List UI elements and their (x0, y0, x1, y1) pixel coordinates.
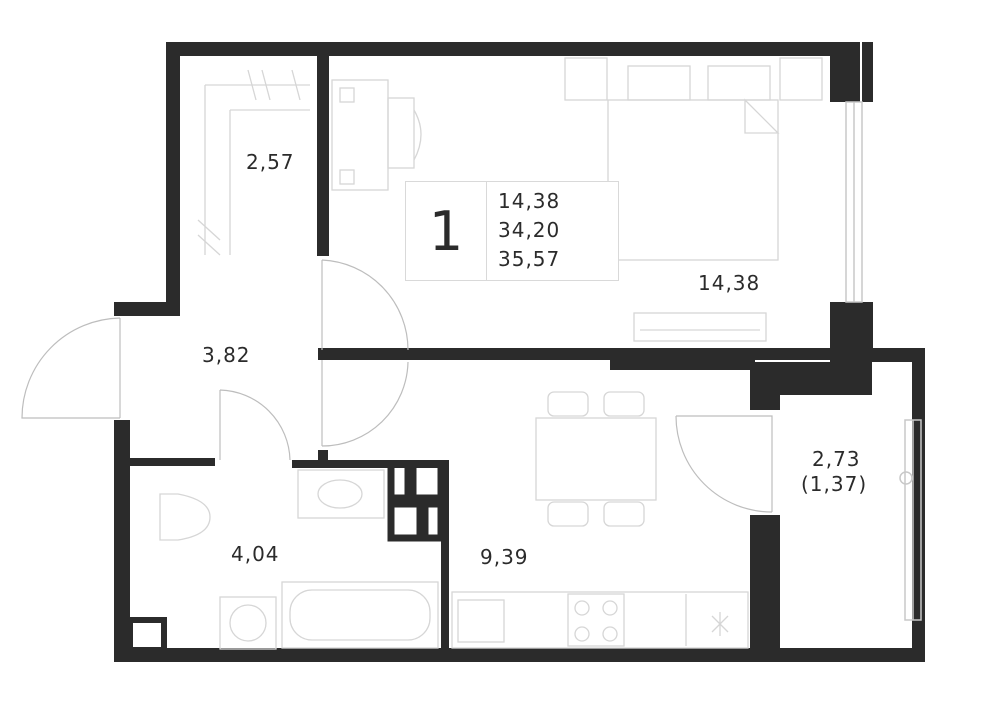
wall-balcony-bottom (765, 648, 925, 662)
wall-partition-vertical (317, 56, 329, 256)
wall-top (166, 42, 860, 56)
pillow-1 (627, 65, 691, 101)
wall-entrance-stub-top (114, 302, 180, 316)
room-count: 1 (406, 182, 487, 280)
room-area-bathroom: 4,04 (231, 542, 280, 566)
toilet (159, 493, 211, 541)
bed (607, 99, 779, 261)
room-area-kitchenette-upper: 2,57 (246, 150, 295, 174)
living-area: 14,38 (498, 189, 561, 213)
room-area-bedroom: 14,38 (698, 271, 761, 295)
room-area-balcony: 2,73 (812, 447, 861, 471)
wall-corner-block (750, 362, 872, 410)
kitchen-counter (451, 591, 749, 649)
wall-right-pillar-edge (862, 42, 873, 102)
dining-table (535, 417, 657, 501)
shaft-box (127, 617, 167, 653)
total-area-with-balcony: 35,57 (498, 247, 561, 271)
wall-balcony-right (912, 348, 925, 662)
wall-bath-top-left (130, 458, 215, 466)
room-area-kitchen: 9,39 (480, 545, 529, 569)
nightstand-right (779, 57, 823, 101)
wall-balcony-pillar (750, 515, 780, 662)
wall-left-lower (114, 420, 130, 662)
wall-bath-stub (318, 450, 328, 464)
shaft-4 (421, 500, 445, 542)
nightstand-left (564, 57, 608, 101)
room-area-hall: 3,82 (202, 343, 251, 367)
wall-bath-top-right (292, 460, 447, 468)
wall-partition-step (610, 348, 755, 370)
chair (387, 97, 415, 169)
door-bedroom (321, 259, 409, 351)
area-list: 14,38 34,20 35,57 (498, 187, 560, 274)
door-entrance (21, 317, 121, 419)
sink (457, 599, 505, 643)
windows (845, 101, 922, 621)
washing-machine (219, 596, 277, 650)
ventilation-shafts (387, 460, 445, 542)
walls (114, 42, 925, 662)
door-balcony (675, 415, 773, 513)
washbasin (297, 469, 385, 519)
counter-upper (204, 84, 310, 255)
furniture (159, 57, 823, 650)
total-area: 34,20 (498, 218, 561, 242)
shaft-3 (387, 500, 424, 542)
stove (567, 593, 625, 647)
shaft-2 (409, 460, 445, 502)
wall-partition-horizontal (318, 348, 871, 360)
wall-bath-right (441, 460, 449, 662)
door-bathroom (219, 389, 291, 461)
apartment-summary: 1 14,38 34,20 35,57 (405, 181, 619, 281)
bathtub (281, 581, 439, 649)
wall-right-pillar-top (830, 42, 860, 102)
shaft-1 (387, 460, 412, 502)
wall-balcony-top (872, 348, 925, 362)
wall-left-upper (166, 42, 180, 314)
pillow-2 (707, 65, 771, 101)
tv-stand (633, 312, 767, 342)
doors (21, 259, 773, 513)
door-kitchen (321, 360, 409, 447)
room-area-balcony-reduced: (1,37) (801, 472, 868, 496)
